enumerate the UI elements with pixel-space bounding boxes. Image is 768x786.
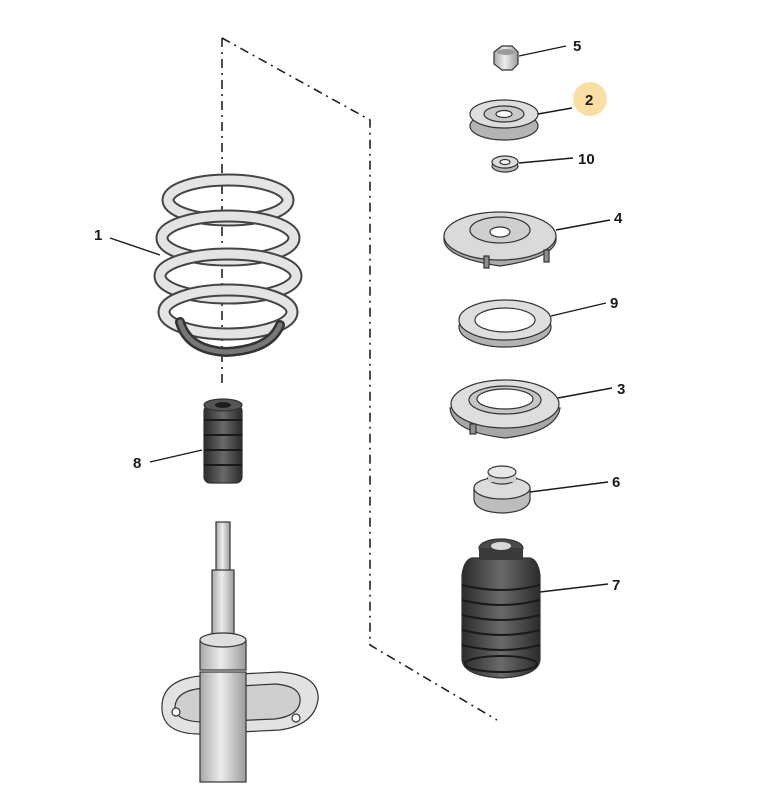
callout-9: 9 bbox=[610, 295, 618, 312]
callout-3: 3 bbox=[617, 381, 625, 398]
callout-6: 6 bbox=[612, 474, 620, 491]
strut-top-mount bbox=[443, 211, 557, 269]
shock-absorber bbox=[161, 521, 319, 783]
callout-7: 7 bbox=[612, 577, 620, 594]
assembly-dash-line bbox=[221, 37, 498, 721]
callout-10: 10 bbox=[578, 151, 595, 168]
leader-lines bbox=[109, 45, 613, 593]
dust-boot bbox=[461, 538, 541, 679]
callout-1: 1 bbox=[94, 227, 102, 244]
callout-4: 4 bbox=[614, 210, 623, 227]
upper-spring-seat bbox=[449, 379, 561, 439]
bearing-ring bbox=[458, 299, 552, 348]
callout-8: 8 bbox=[133, 455, 141, 472]
coil-spring bbox=[153, 173, 303, 358]
upper-cup-washer bbox=[469, 99, 539, 141]
top-nut bbox=[493, 45, 519, 71]
callout-2: 2 bbox=[585, 92, 593, 109]
small-washer bbox=[491, 155, 519, 173]
callout-5: 5 bbox=[573, 38, 581, 55]
callout-2-highlight bbox=[573, 82, 607, 116]
bump-stop bbox=[203, 398, 243, 484]
dust-cup bbox=[473, 465, 531, 514]
